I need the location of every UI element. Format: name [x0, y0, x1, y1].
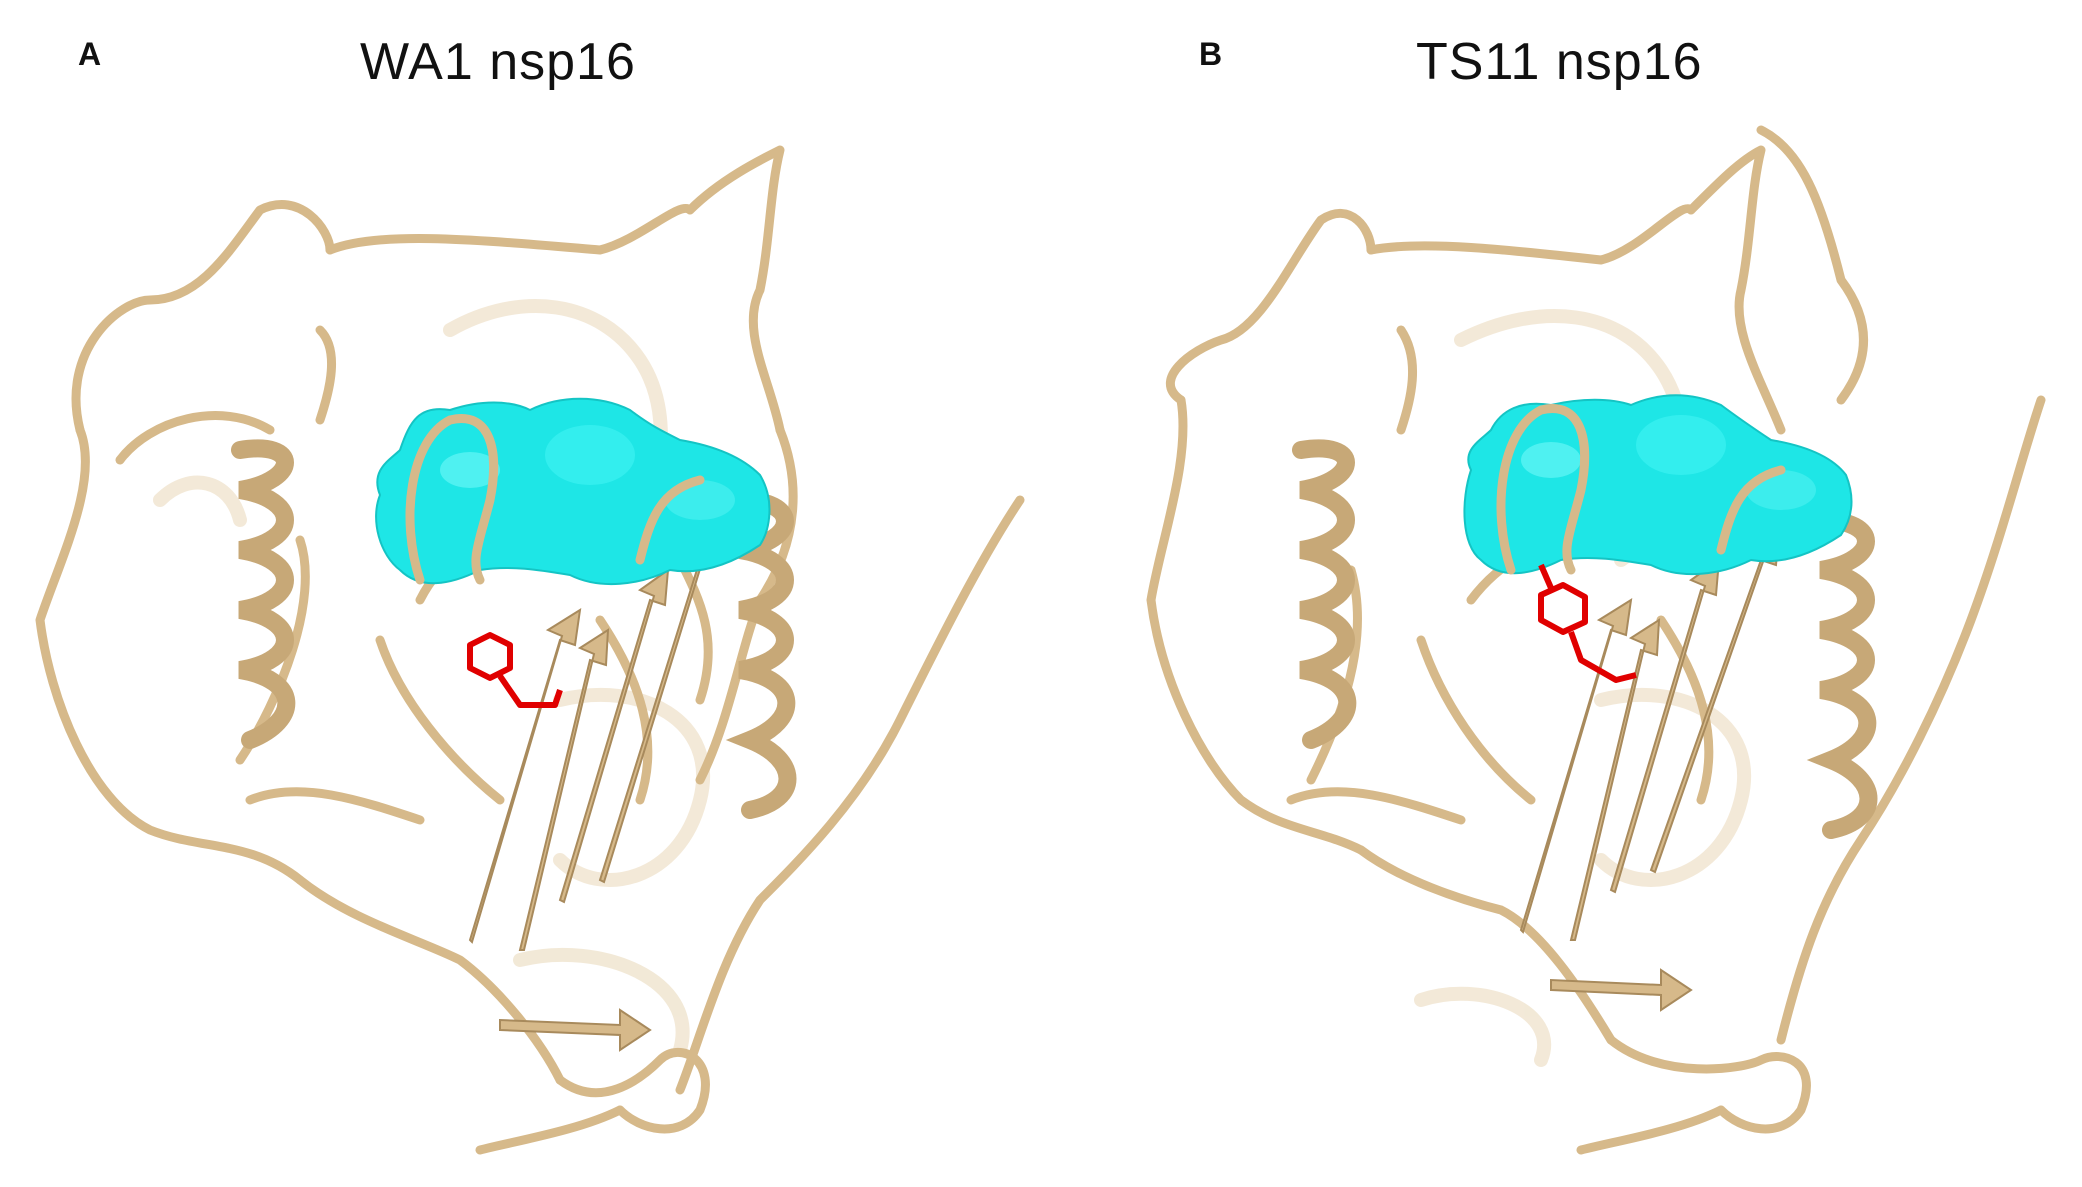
ligand-surface: [375, 397, 771, 585]
helix-right: [1806, 511, 1878, 839]
panel-a: A WA1 nsp16: [35, 33, 1025, 1155]
beta-strands: [468, 527, 720, 1052]
protein-ribbon: [1146, 125, 2046, 1155]
panel-letter: A: [78, 36, 102, 72]
residue-sidechain: [1538, 563, 1637, 683]
helix-left: [1292, 439, 1357, 749]
ligand-surface: [1463, 394, 1853, 575]
panel-letter: B: [1199, 36, 1223, 72]
protein-structure-image: [35, 145, 1025, 1155]
helix-left: [231, 439, 296, 749]
protein-ribbon: [35, 145, 1025, 1155]
protein-structure-image: [1146, 125, 2046, 1155]
panel-b: B TS11 nsp16: [1041, 0, 2082, 1187]
panel-title: WA1 nsp16: [360, 33, 636, 91]
residue-sidechain: [467, 632, 563, 708]
panel-title: TS11 nsp16: [1416, 33, 1703, 91]
